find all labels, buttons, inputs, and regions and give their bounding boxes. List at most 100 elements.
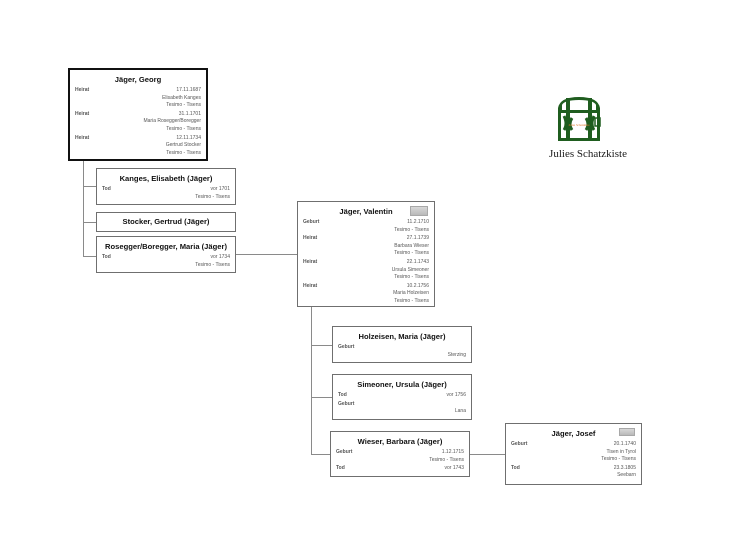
event-place: Tesimo - Tisens: [195, 261, 230, 268]
event-date: vor 1756: [446, 392, 466, 398]
person-card-wieser[interactable]: Wieser, Barbara (Jäger) Geburt 1.12.1715…: [330, 431, 470, 477]
event-place: Tisen in Tyrol: [606, 448, 636, 455]
event-spouse: Maria Holzeisen: [393, 290, 429, 297]
event-place: Tesimo - Tisens: [166, 102, 201, 109]
event-label: Tod: [338, 392, 347, 398]
connector: [311, 306, 312, 454]
event-spouse: Gertrud Stocker: [165, 142, 201, 149]
person-name: Rosegger/Boregger, Maria (Jäger): [105, 242, 227, 251]
event-spouse: Ursula Simeoner: [391, 266, 429, 273]
connector: [83, 256, 96, 257]
event-date: 23.3.1805: [613, 464, 636, 471]
event-date: vor 1701: [210, 186, 230, 192]
connector: [83, 186, 96, 187]
event-label: Heirat: [303, 235, 318, 242]
person-name: Wieser, Barbara (Jäger): [357, 437, 443, 446]
event-place: Tesimo - Tisens: [394, 226, 429, 233]
person-card-rosegger[interactable]: Rosegger/Boregger, Maria (Jäger) Tod vor…: [96, 236, 236, 273]
event-date: [448, 344, 466, 352]
event-label: Geburt: [511, 441, 528, 447]
event-label: Heirat: [303, 282, 318, 289]
event-spouse: Elisabeth Kanges: [162, 94, 201, 101]
event-date: 12.11.1734: [176, 134, 201, 141]
event-date: 11.2.1710: [407, 219, 429, 225]
event-place: Tesimo - Tisens: [394, 250, 429, 257]
event-date: vor 1734: [210, 254, 230, 260]
event-place: Tesimo - Tisens: [429, 456, 464, 463]
event-spouse: Barbara Wieser: [394, 242, 429, 249]
event-date: 22.1.1743: [406, 258, 429, 265]
person-card-simeoner[interactable]: Simeoner, Ursula (Jäger) Tod vor 1756 Ge…: [332, 374, 472, 420]
person-name: Simeoner, Ursula (Jäger): [357, 380, 447, 389]
event-place: Lana: [454, 408, 466, 415]
person-card-stocker[interactable]: Stocker, Gertrud (Jäger): [96, 212, 236, 232]
connector: [311, 454, 330, 455]
event-label: Tod: [511, 464, 520, 471]
connector: [83, 222, 96, 223]
event-label: Heirat: [75, 134, 90, 141]
event-label: Heirat: [75, 87, 90, 93]
event-place: Tesimo - Tisens: [394, 297, 429, 304]
event-place: Tesimo - Tisens: [166, 125, 201, 132]
event-date: 20.1.1740: [613, 441, 636, 447]
event-label: Geburt: [336, 449, 353, 455]
person-name: Kanges, Elisabeth (Jäger): [119, 174, 213, 183]
event-label: Heirat: [303, 258, 318, 265]
photo-thumbnail[interactable]: [410, 206, 428, 216]
event-label: Geburt: [303, 219, 320, 225]
event-label: Tod: [102, 254, 111, 260]
event-date: 1.12.1715: [441, 449, 464, 455]
logo-text: Julies Schatzkiste: [549, 148, 627, 160]
connector: [235, 254, 297, 255]
event-row: Geburt Lana: [338, 401, 466, 416]
person-name: Jäger, Josef: [551, 429, 596, 438]
event-label: Heirat: [75, 110, 90, 117]
event-row: Tod vor 1743: [336, 465, 464, 473]
event-date: 17.11.1687: [176, 87, 201, 93]
connector: [83, 160, 84, 256]
event-row: Tod vor 1756: [338, 392, 466, 400]
event-date: vor 1743: [444, 465, 464, 472]
event-label: Geburt: [338, 400, 355, 407]
event-date: 31.1.1701: [178, 110, 201, 117]
connector: [470, 454, 505, 455]
person-name: Jäger, Georg: [114, 75, 162, 84]
connector: [311, 397, 332, 398]
connector: [311, 345, 332, 346]
event-place: Tesimo - Tisens: [166, 149, 201, 156]
event-row: Geburt Sterzing: [338, 344, 466, 359]
person-card-holzeisen[interactable]: Holzeisen, Maria (Jäger) Geburt Sterzing: [332, 326, 472, 363]
svg-text:Julies Schatzkiste: Julies Schatzkiste: [568, 123, 590, 127]
event-date: 27.1.1739: [406, 235, 429, 242]
event-label: Tod: [336, 465, 345, 472]
photo-thumbnail[interactable]: [619, 428, 635, 436]
person-name: Stocker, Gertrud (Jäger): [122, 217, 210, 226]
treasure-chest-icon: Julies Schatzkiste: [558, 97, 601, 141]
event-spouse: Maria Rosegger/Boregger: [143, 118, 201, 125]
event-date: [455, 401, 466, 409]
event-place: Seebarn: [617, 472, 636, 479]
logo: Julies Schatzkiste Julies Schatzkiste: [540, 92, 636, 162]
event-place: Tesimo - Tisens: [601, 456, 636, 463]
person-name: Jäger, Valentin: [339, 207, 393, 216]
event-label: Tod: [102, 186, 111, 192]
event-label: Geburt: [338, 344, 355, 350]
event-place: Tesimo - Tisens: [195, 193, 230, 200]
event-place: Tesimo - Tisens: [394, 274, 429, 281]
